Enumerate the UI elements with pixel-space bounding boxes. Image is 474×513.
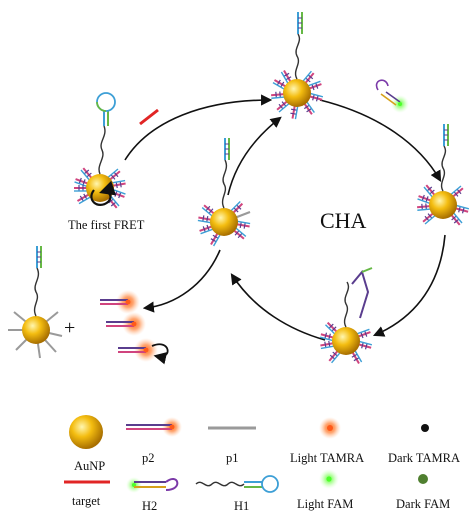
legend-dark-fam-label: Dark FAM: [396, 497, 450, 511]
released-duplexes: [100, 290, 169, 365]
legend-h1-label: H1: [234, 499, 249, 513]
dark-fam-swatch: [418, 474, 428, 484]
particle-right: [415, 123, 470, 228]
legend-dark-fam: Dark FAM: [396, 474, 450, 511]
arrow-right-to-bottom: [372, 234, 446, 337]
arrow-center-to-products: [142, 249, 221, 313]
dark-tamra-swatch: [421, 424, 429, 432]
legend-dark-tamra-label: Dark TAMRA: [388, 451, 460, 465]
particle-bottom: [318, 267, 373, 367]
legend-target-label: target: [72, 494, 101, 508]
legend-h2: H2: [126, 477, 179, 513]
target-strand: [139, 108, 159, 126]
legend-p1: p1: [208, 426, 256, 465]
legend-p2-label: p2: [142, 451, 155, 465]
legend-light-fam: Light FAM: [297, 469, 353, 511]
legend-aunp-label: AuNP: [74, 459, 105, 473]
aunp-swatch: [69, 415, 103, 449]
h2-free-probe: [375, 79, 409, 113]
arrow-bottom-to-center: [230, 273, 326, 341]
legend-light-tamra: Light TAMRA: [290, 417, 364, 465]
legend-light-fam-label: Light FAM: [297, 497, 353, 511]
label-first-fret: The first FRET: [68, 218, 145, 232]
particle-top: [269, 11, 324, 121]
legend-target: target: [64, 480, 110, 508]
arrow-center-to-top: [227, 116, 282, 196]
legend-p1-label: p1: [226, 451, 239, 465]
legend-dark-tamra: Dark TAMRA: [388, 424, 460, 465]
legend-h2-label: H2: [142, 499, 157, 513]
cycle-arrows: [124, 94, 446, 341]
particle-product: [8, 245, 63, 359]
arrow-start-to-top: [124, 94, 273, 161]
legend-p2: p2: [126, 417, 182, 465]
particle-center: [196, 137, 252, 248]
cha-label: CHA: [320, 208, 367, 233]
legend-light-tamra-label: Light TAMRA: [290, 451, 364, 465]
legend-aunp: AuNP: [69, 415, 105, 473]
particle-first-fret: [73, 92, 128, 211]
plus-sign: +: [64, 317, 75, 339]
legend-h1: H1: [195, 475, 279, 513]
arrow-top-to-right: [319, 99, 442, 182]
legend: AuNP p2 p1 Light TAMRA Dark TAMRA: [64, 415, 460, 513]
